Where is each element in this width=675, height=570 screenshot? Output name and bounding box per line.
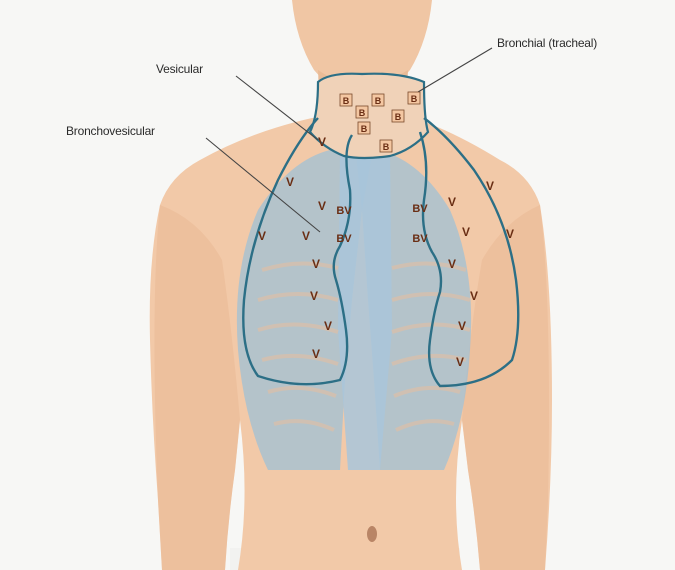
vesicular-mark-9: V — [448, 195, 456, 209]
mediastinum-overlay — [338, 150, 392, 470]
bronchial-mark-4: B — [395, 112, 402, 122]
vesicular-mark-11: V — [462, 225, 470, 239]
bv-mark-1: BV — [336, 233, 352, 245]
bronchial-mark-2: B — [411, 94, 418, 104]
vesicular-mark-13: V — [448, 257, 456, 271]
vesicular-mark-3: V — [258, 229, 266, 243]
vesicular-mark-1: V — [286, 175, 294, 189]
bv-mark-2: BV — [412, 203, 428, 215]
bronchial-mark-1: B — [375, 96, 382, 106]
bv-mark-0: BV — [336, 205, 352, 217]
navel — [367, 526, 377, 542]
vesicular-mark-15: V — [458, 319, 466, 333]
vesicular-mark-10: V — [486, 179, 494, 193]
bronchial-mark-6: B — [383, 142, 390, 152]
vesicular-mark-4: V — [302, 229, 310, 243]
bronchial-mark-3: B — [359, 108, 366, 118]
vesicular-mark-12: V — [506, 227, 514, 241]
vesicular-mark-2: V — [318, 199, 326, 213]
vesicular-mark-7: V — [324, 319, 332, 333]
bronchial-mark-5: B — [361, 124, 368, 134]
vesicular-mark-0: V — [318, 135, 326, 149]
vesicular-mark-5: V — [312, 257, 320, 271]
bv-mark-3: BV — [412, 233, 428, 245]
bronchovesicular-label: Bronchovesicular — [66, 124, 155, 138]
vesicular-mark-8: V — [312, 347, 320, 361]
vesicular-mark-16: V — [456, 355, 464, 369]
bronchial-mark-0: B — [343, 96, 350, 106]
vesicular-mark-14: V — [470, 289, 478, 303]
bronchial-label: Bronchial (tracheal) — [497, 36, 597, 50]
vesicular-mark-6: V — [310, 289, 318, 303]
trachea-zone — [310, 74, 428, 158]
vesicular-label: Vesicular — [156, 62, 203, 76]
